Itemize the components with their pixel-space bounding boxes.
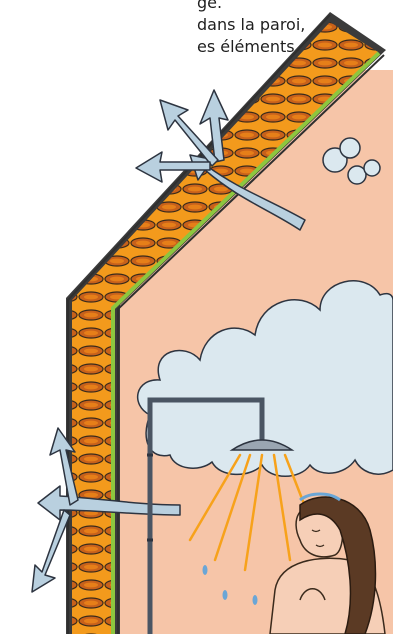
shower-illustration [0,0,393,634]
